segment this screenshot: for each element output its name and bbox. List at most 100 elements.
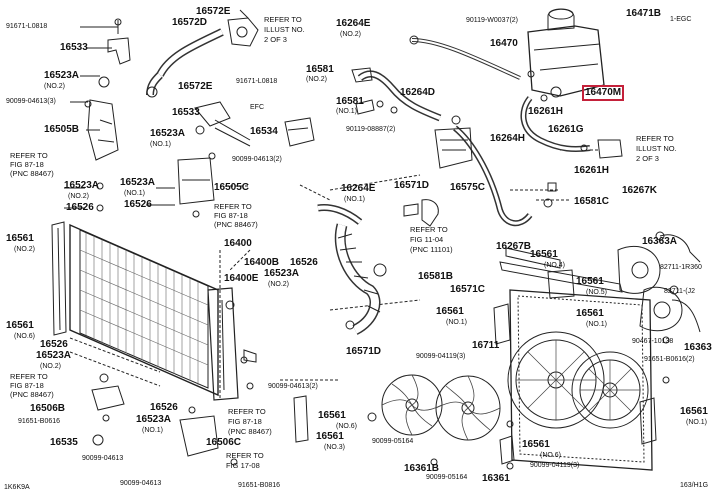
part-label: 91671-L0818	[236, 78, 278, 85]
part-number: 16561	[576, 308, 604, 319]
reference-note: ILLUST NO.	[264, 25, 305, 34]
reference-note: 2 OF 3	[636, 154, 659, 163]
part-number: 16571C	[450, 284, 486, 295]
part-note: (NO.1)	[336, 108, 357, 115]
part-note: (NO.1)	[344, 196, 365, 203]
reference-note: REFER TO	[228, 407, 266, 416]
part-number: 16363	[684, 342, 712, 353]
part-number: 16533	[172, 107, 200, 118]
part-number: 16264D	[400, 87, 436, 98]
part-label: 90099-04613(3)	[6, 98, 56, 105]
part-number: 16561	[576, 276, 604, 287]
part-number: 16523A	[264, 268, 300, 279]
part-number: 16264H	[490, 133, 526, 144]
reference-note: FIG 87-18	[214, 211, 248, 220]
reference-note: FIG 11-04	[410, 235, 444, 244]
part-number: 16561	[316, 431, 344, 442]
part-note: (NO.2)	[40, 363, 61, 370]
part-number: 16561	[530, 249, 558, 260]
part-note: (NO.2)	[306, 76, 327, 83]
part-label: 91651-B0816	[238, 482, 281, 489]
part-number: 16711	[472, 340, 500, 351]
diagram-code: 163/H1G	[680, 482, 709, 489]
reference-note: REFER TO	[264, 15, 302, 24]
part-number: 16526	[66, 202, 94, 213]
part-number: 16523A	[150, 128, 186, 139]
part-number: 16523A	[64, 180, 100, 191]
part-number: 16561	[680, 406, 708, 417]
part-number: 16572E	[178, 81, 213, 92]
part-number: 16400E	[224, 273, 259, 284]
part-number: 16505B	[44, 124, 80, 135]
diagram-code: 1K6K9A	[4, 484, 30, 491]
part-note: (NO.4)	[544, 262, 565, 269]
part-number: 16561	[318, 410, 346, 421]
reference-note: (PNC 88467)	[10, 169, 54, 178]
part-note: (NO.2)	[44, 83, 65, 90]
reference-note: ILLUST NO.	[636, 144, 677, 153]
part-number: 16581	[336, 96, 364, 107]
part-note: (NO.1)	[150, 141, 171, 148]
part-note: (NO.6)	[14, 333, 35, 340]
part-number: 16267B	[496, 241, 532, 252]
part-note: EFC	[250, 104, 264, 111]
reference-note: FIG 87-18	[10, 160, 44, 169]
part-number: 16533	[60, 42, 88, 53]
part-label: 90119-W0037(2)	[466, 17, 519, 24]
part-label: 82711-(J2	[664, 288, 696, 295]
engine-code: 1-EGC	[670, 16, 692, 23]
part-label: 90099-04613	[82, 455, 124, 462]
part-number: 16526	[290, 257, 318, 268]
reference-note: (PNC 11101)	[410, 245, 453, 254]
part-number: 16361	[482, 473, 510, 484]
part-note: (NO.6)	[336, 423, 357, 430]
part-note: (NO.5)	[586, 289, 607, 296]
part-number: 16506B	[30, 403, 66, 414]
part-number: 16264E	[336, 18, 371, 29]
reference-note: REFER TO	[226, 451, 264, 460]
reference-note: FIG 87-18	[10, 381, 44, 390]
part-label: 90467-10138	[632, 338, 674, 345]
reference-note: REFER TO	[10, 151, 48, 160]
part-number: 16581	[306, 64, 334, 75]
part-number: 16523A	[44, 70, 80, 81]
part-number: 16561	[6, 233, 34, 244]
part-number: 16561	[6, 320, 34, 331]
part-label: 90099-04119(3)	[530, 462, 580, 469]
part-number: 16572D	[172, 17, 208, 28]
part-note: (NO.2)	[14, 246, 35, 253]
reference-note: REFER TO	[10, 372, 48, 381]
reference-note: REFER TO	[410, 225, 448, 234]
part-number: 16264E	[341, 183, 376, 194]
reference-note: 2 OF 3	[264, 35, 287, 44]
part-label: 82711-1R360	[660, 264, 702, 271]
part-number: 16581C	[574, 196, 610, 207]
part-number: 16561	[522, 439, 550, 450]
part-note: (NO.1)	[686, 419, 707, 426]
part-note: (NO.6)	[540, 452, 561, 459]
part-note: (NO.2)	[340, 31, 361, 38]
part-number: 16561	[436, 306, 464, 317]
part-number: 16505C	[214, 182, 250, 193]
part-number: 16363A	[642, 236, 678, 247]
reference-note: FIG 87-18	[228, 417, 262, 426]
part-number: 16400B	[244, 257, 280, 268]
part-number: 16523A	[36, 350, 72, 361]
part-number: 16581B	[418, 271, 454, 282]
reference-note: REFER TO	[636, 134, 674, 143]
part-number: 16526	[124, 199, 152, 210]
part-number: 16572E	[196, 6, 231, 17]
part-number: 16267K	[622, 185, 658, 196]
highlighted-part-16470m[interactable]: 16470M	[581, 85, 625, 101]
part-note: (NO.1)	[124, 190, 145, 197]
part-number: 16571D	[394, 180, 430, 191]
part-note: (NO.1)	[142, 427, 163, 434]
part-label: 91651-B0616(2)	[644, 356, 695, 363]
part-label: 90099-04613(2)	[232, 156, 282, 163]
part-note: (NO.2)	[68, 193, 89, 200]
part-number: 16261H	[528, 106, 564, 117]
part-label: 90099-04119(3)	[416, 353, 466, 360]
reference-note: REFER TO	[214, 202, 252, 211]
